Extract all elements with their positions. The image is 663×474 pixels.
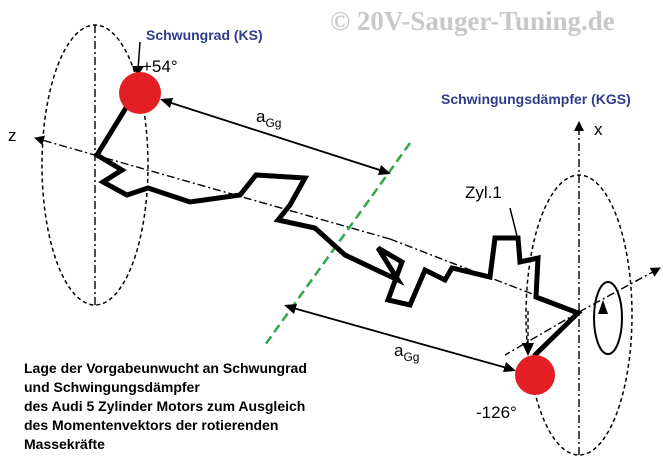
watermark-text: © 20V-Sauger-Tuning.de — [330, 6, 615, 36]
distance-top-main: a — [256, 107, 266, 126]
angle-bottom-label: -126° — [476, 403, 517, 422]
cylinder-label: Zyl.1 — [465, 183, 502, 202]
distance-arrow-top-head-left — [160, 98, 173, 108]
distance-arrow-top-head-right — [378, 165, 391, 175]
damper-lower-axis — [504, 311, 580, 356]
damper-label: Schwingungsdämpfer (KGS) — [441, 91, 631, 107]
bottom-mass-arrowhead — [522, 343, 534, 356]
distance-bottom-sub: Gg — [403, 350, 419, 364]
distance-arrow-bottom — [285, 305, 515, 371]
caption-line-1: Lage der Vorgabeunwucht an Schwungrad — [24, 360, 307, 376]
angle-top-label: +54° — [142, 57, 178, 76]
y-axis-line — [578, 267, 661, 313]
distance-top-label: aGg — [256, 107, 281, 130]
cylinder-leader-line — [509, 207, 519, 241]
z-axis-line — [34, 135, 391, 240]
distance-bottom-label: aGg — [394, 341, 419, 364]
caption-line-3: des Audi 5 Zylinder Motors zum Ausgleich — [24, 398, 305, 414]
caption-text: Lage der Vorgabeunwucht an Schwungrad un… — [24, 360, 311, 452]
caption-line-4: des Momentenvektors der rotierenden — [24, 417, 278, 433]
distance-bottom-main: a — [394, 341, 404, 360]
flywheel-unbalance-mass — [119, 72, 161, 114]
rotation-arrow — [598, 300, 608, 314]
rotation-ellipse — [593, 281, 623, 355]
axis-z-label: z — [8, 126, 17, 145]
distance-arrow-bottom-head-left — [284, 304, 297, 314]
caption-line-2: und Schwingungsdämpfer — [24, 379, 200, 395]
caption-line-5: Massekräfte — [24, 436, 105, 452]
flywheel-leader-arrowhead — [132, 66, 144, 76]
distance-top-sub: Gg — [265, 116, 281, 130]
flywheel-leader-line — [137, 41, 141, 71]
flywheel-label: Schwungrad (KS) — [146, 27, 263, 43]
damper-unbalance-mass — [515, 355, 555, 395]
distance-arrow-top — [161, 99, 390, 174]
axis-x-label: x — [594, 120, 603, 139]
crankshaft-path — [93, 82, 583, 358]
distance-arrow-bottom-head-right — [503, 362, 516, 372]
